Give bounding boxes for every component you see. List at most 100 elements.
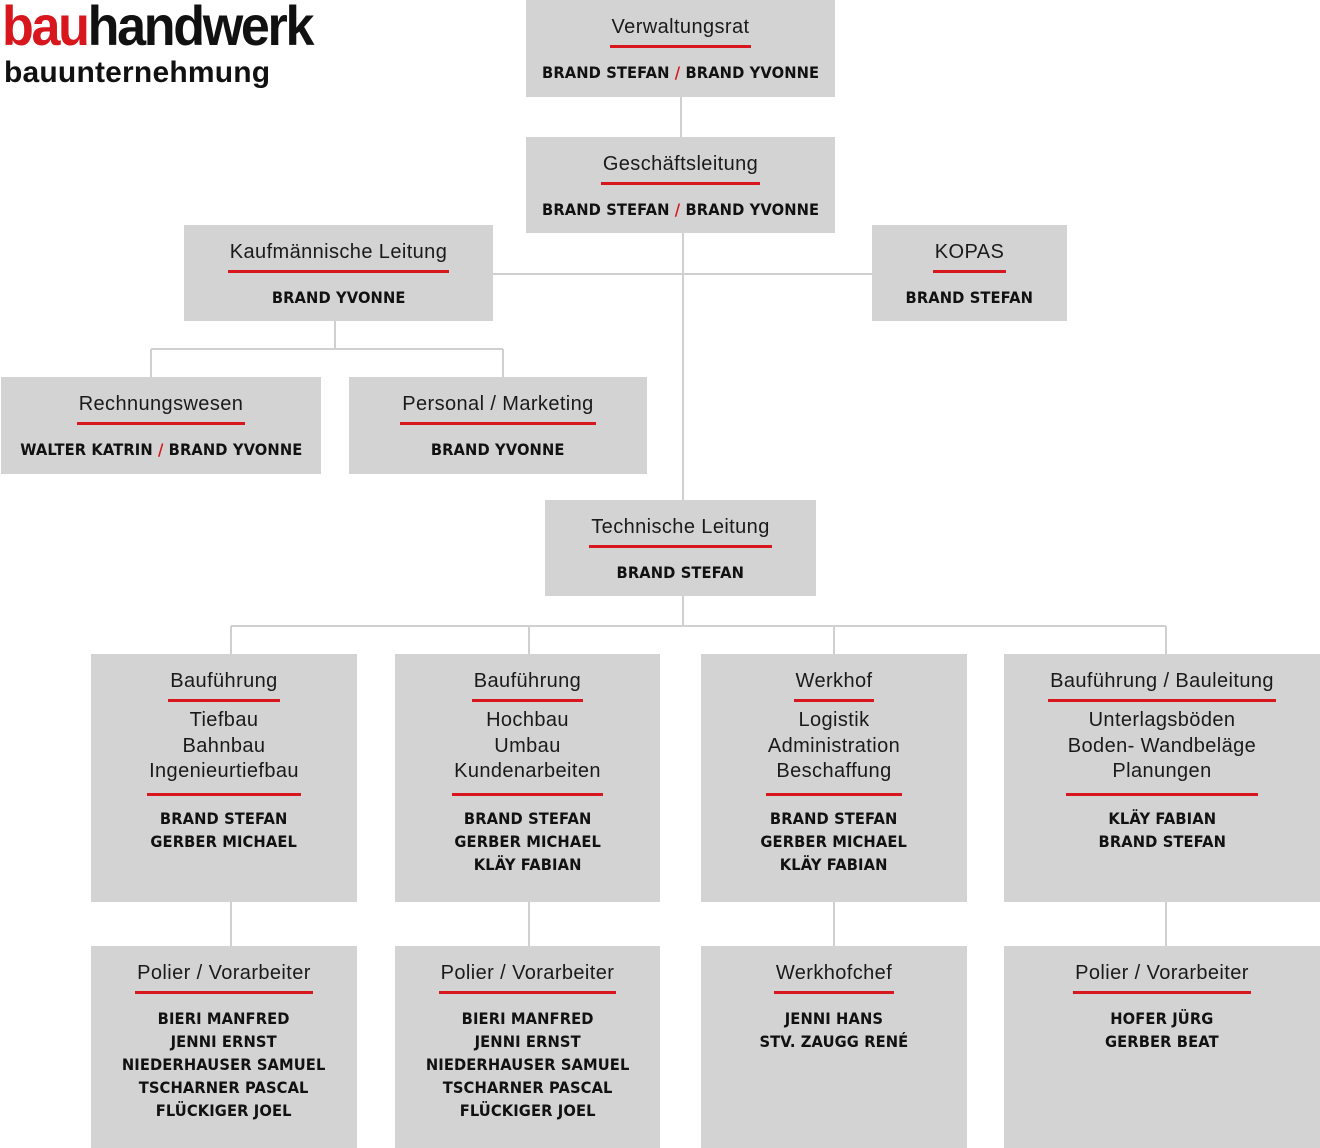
box-title-wrap: Polier / Vorarbeiter xyxy=(438,960,617,994)
person-name: GERBER MICHAEL xyxy=(150,831,298,851)
box-title-wrap: Polier / Vorarbeiter xyxy=(1073,960,1251,994)
box-names: BRAND YVONNE xyxy=(266,286,411,309)
person-name: BRAND STEFAN xyxy=(1098,831,1226,851)
person-name: GERBER MICHAEL xyxy=(454,831,601,851)
box-title-wrap: Bauführung / Bauleitung xyxy=(1048,668,1276,702)
person-name: BRAND STEFAN xyxy=(463,808,592,828)
person-name: WALTER KATRIN xyxy=(19,440,153,459)
box-title: Bauführung / Bauleitung xyxy=(1048,668,1276,702)
person-name-row: GERBER MICHAEL xyxy=(454,830,601,853)
name-separator: / xyxy=(669,63,686,82)
box-title: Polier / Vorarbeiter xyxy=(438,960,617,994)
name-separator: / xyxy=(669,200,686,219)
person-name-row: BRAND YVONNE xyxy=(272,286,406,309)
box-title-wrap: Rechnungswesen xyxy=(76,391,246,425)
person-name: NIEDERHAUSER SAMUEL xyxy=(425,1055,630,1074)
person-name-row: NIEDERHAUSER SAMUEL xyxy=(122,1053,326,1076)
person-name: BRAND STEFAN xyxy=(616,563,745,582)
person-name-row: KLÄY FABIAN xyxy=(1098,807,1225,830)
person-name: JENNI ERNST xyxy=(474,1032,581,1051)
person-name-row: BRAND STEFAN / BRAND YVONNE xyxy=(542,198,819,221)
person-name: GERBER BEAT xyxy=(1105,1032,1219,1051)
box-names: WALTER KATRIN / BRAND YVONNE xyxy=(8,438,315,461)
person-name-row: JENNI HANS xyxy=(760,1007,909,1030)
box-title: Werkhof xyxy=(793,668,875,702)
person-name: BIERI MANFRED xyxy=(461,1009,594,1028)
box-title-wrap: Technische Leitung xyxy=(589,514,772,548)
box-title: Polier / Vorarbeiter xyxy=(1073,960,1251,994)
name-separator: / xyxy=(152,440,169,459)
box-title: Kaufmännische Leitung xyxy=(227,239,450,273)
person-name: BRAND STEFAN xyxy=(770,808,898,828)
person-name: BRAND STEFAN xyxy=(541,200,670,219)
box-title: Technische Leitung xyxy=(589,514,772,548)
box-subtitle-line: Beschaffung xyxy=(776,760,892,782)
box-title-wrap: Werkhofchef xyxy=(773,960,895,994)
person-name-row: WALTER KATRIN / BRAND YVONNE xyxy=(20,438,302,461)
box-subtitle-line: Tiefbau xyxy=(189,709,259,731)
box-names: BRAND STEFAN GERBER MICHAEL KLÄY FABIAN xyxy=(448,807,607,876)
person-name: BRAND YVONNE xyxy=(168,440,303,459)
box-subtitle-line: Unterlagsböden xyxy=(1088,709,1236,731)
person-name: HOFER JÜRG xyxy=(1110,1009,1214,1028)
person-name: KLÄY FABIAN xyxy=(1108,808,1216,828)
person-name-row: TSCHARNER PASCAL xyxy=(122,1076,326,1099)
person-name: BRAND YVONNE xyxy=(271,288,406,307)
box-title: Polier / Vorarbeiter xyxy=(135,960,313,994)
box-title-wrap: Personal / Marketing xyxy=(400,391,596,425)
person-name-row: GERBER MICHAEL xyxy=(761,830,908,853)
box-subtitle-line: Hochbau xyxy=(486,709,569,731)
box-names: HOFER JÜRG GERBER BEAT xyxy=(1100,1007,1224,1053)
person-name-row: JENNI ERNST xyxy=(426,1030,630,1053)
person-name-row: GERBER MICHAEL xyxy=(151,830,298,853)
box-title: Rechnungswesen xyxy=(76,391,246,425)
logo-wordmark: bauhandwerk xyxy=(2,0,314,57)
person-name-row: FLÜCKIGER JOEL xyxy=(122,1099,326,1122)
person-name-row: KLÄY FABIAN xyxy=(761,853,908,876)
box-title-wrap: Geschäftsleitung xyxy=(600,151,761,185)
box-title-wrap: Verwaltungsrat xyxy=(609,14,752,48)
person-name: BRAND STEFAN xyxy=(905,288,1034,307)
person-name-row: BRAND STEFAN xyxy=(906,286,1033,309)
logo-subtitle: bauunternehmung xyxy=(4,56,271,89)
box-title: Verwaltungsrat xyxy=(609,14,752,48)
box-title: Bauführung xyxy=(168,668,280,702)
person-name-row: BRAND STEFAN / BRAND YVONNE xyxy=(542,61,819,84)
person-name: GERBER MICHAEL xyxy=(760,831,908,851)
person-name-row: BRAND STEFAN xyxy=(761,807,908,830)
box-subtitle-line: Logistik xyxy=(798,709,870,731)
person-name: TSCHARNER PASCAL xyxy=(139,1078,309,1097)
box-names: BRAND YVONNE xyxy=(425,438,570,461)
box-subtitle-line: Kundenarbeiten xyxy=(454,760,601,782)
person-name-row: HOFER JÜRG xyxy=(1105,1007,1219,1030)
person-name: KLÄY FABIAN xyxy=(473,854,582,874)
box-names: BRAND STEFAN xyxy=(900,286,1039,309)
box-subtitle-line: Administration xyxy=(767,734,901,757)
box-title: Bauführung xyxy=(471,668,584,702)
box-names: KLÄY FABIAN BRAND STEFAN xyxy=(1093,807,1232,853)
box-subtitle-line: Bahnbau xyxy=(182,734,266,757)
box-names: BRAND STEFAN / BRAND YVONNE xyxy=(530,61,831,84)
person-name-row: GERBER BEAT xyxy=(1105,1030,1219,1053)
person-name: FLÜCKIGER JOEL xyxy=(459,1101,596,1120)
person-name-row: FLÜCKIGER JOEL xyxy=(426,1099,630,1122)
person-name-row: STV. ZAUGG RENÉ xyxy=(760,1030,909,1053)
person-name: BRAND STEFAN xyxy=(541,63,670,82)
person-name-row: BRAND YVONNE xyxy=(431,438,565,461)
box-subtitle-line: Boden- Wandbeläge xyxy=(1067,734,1257,757)
